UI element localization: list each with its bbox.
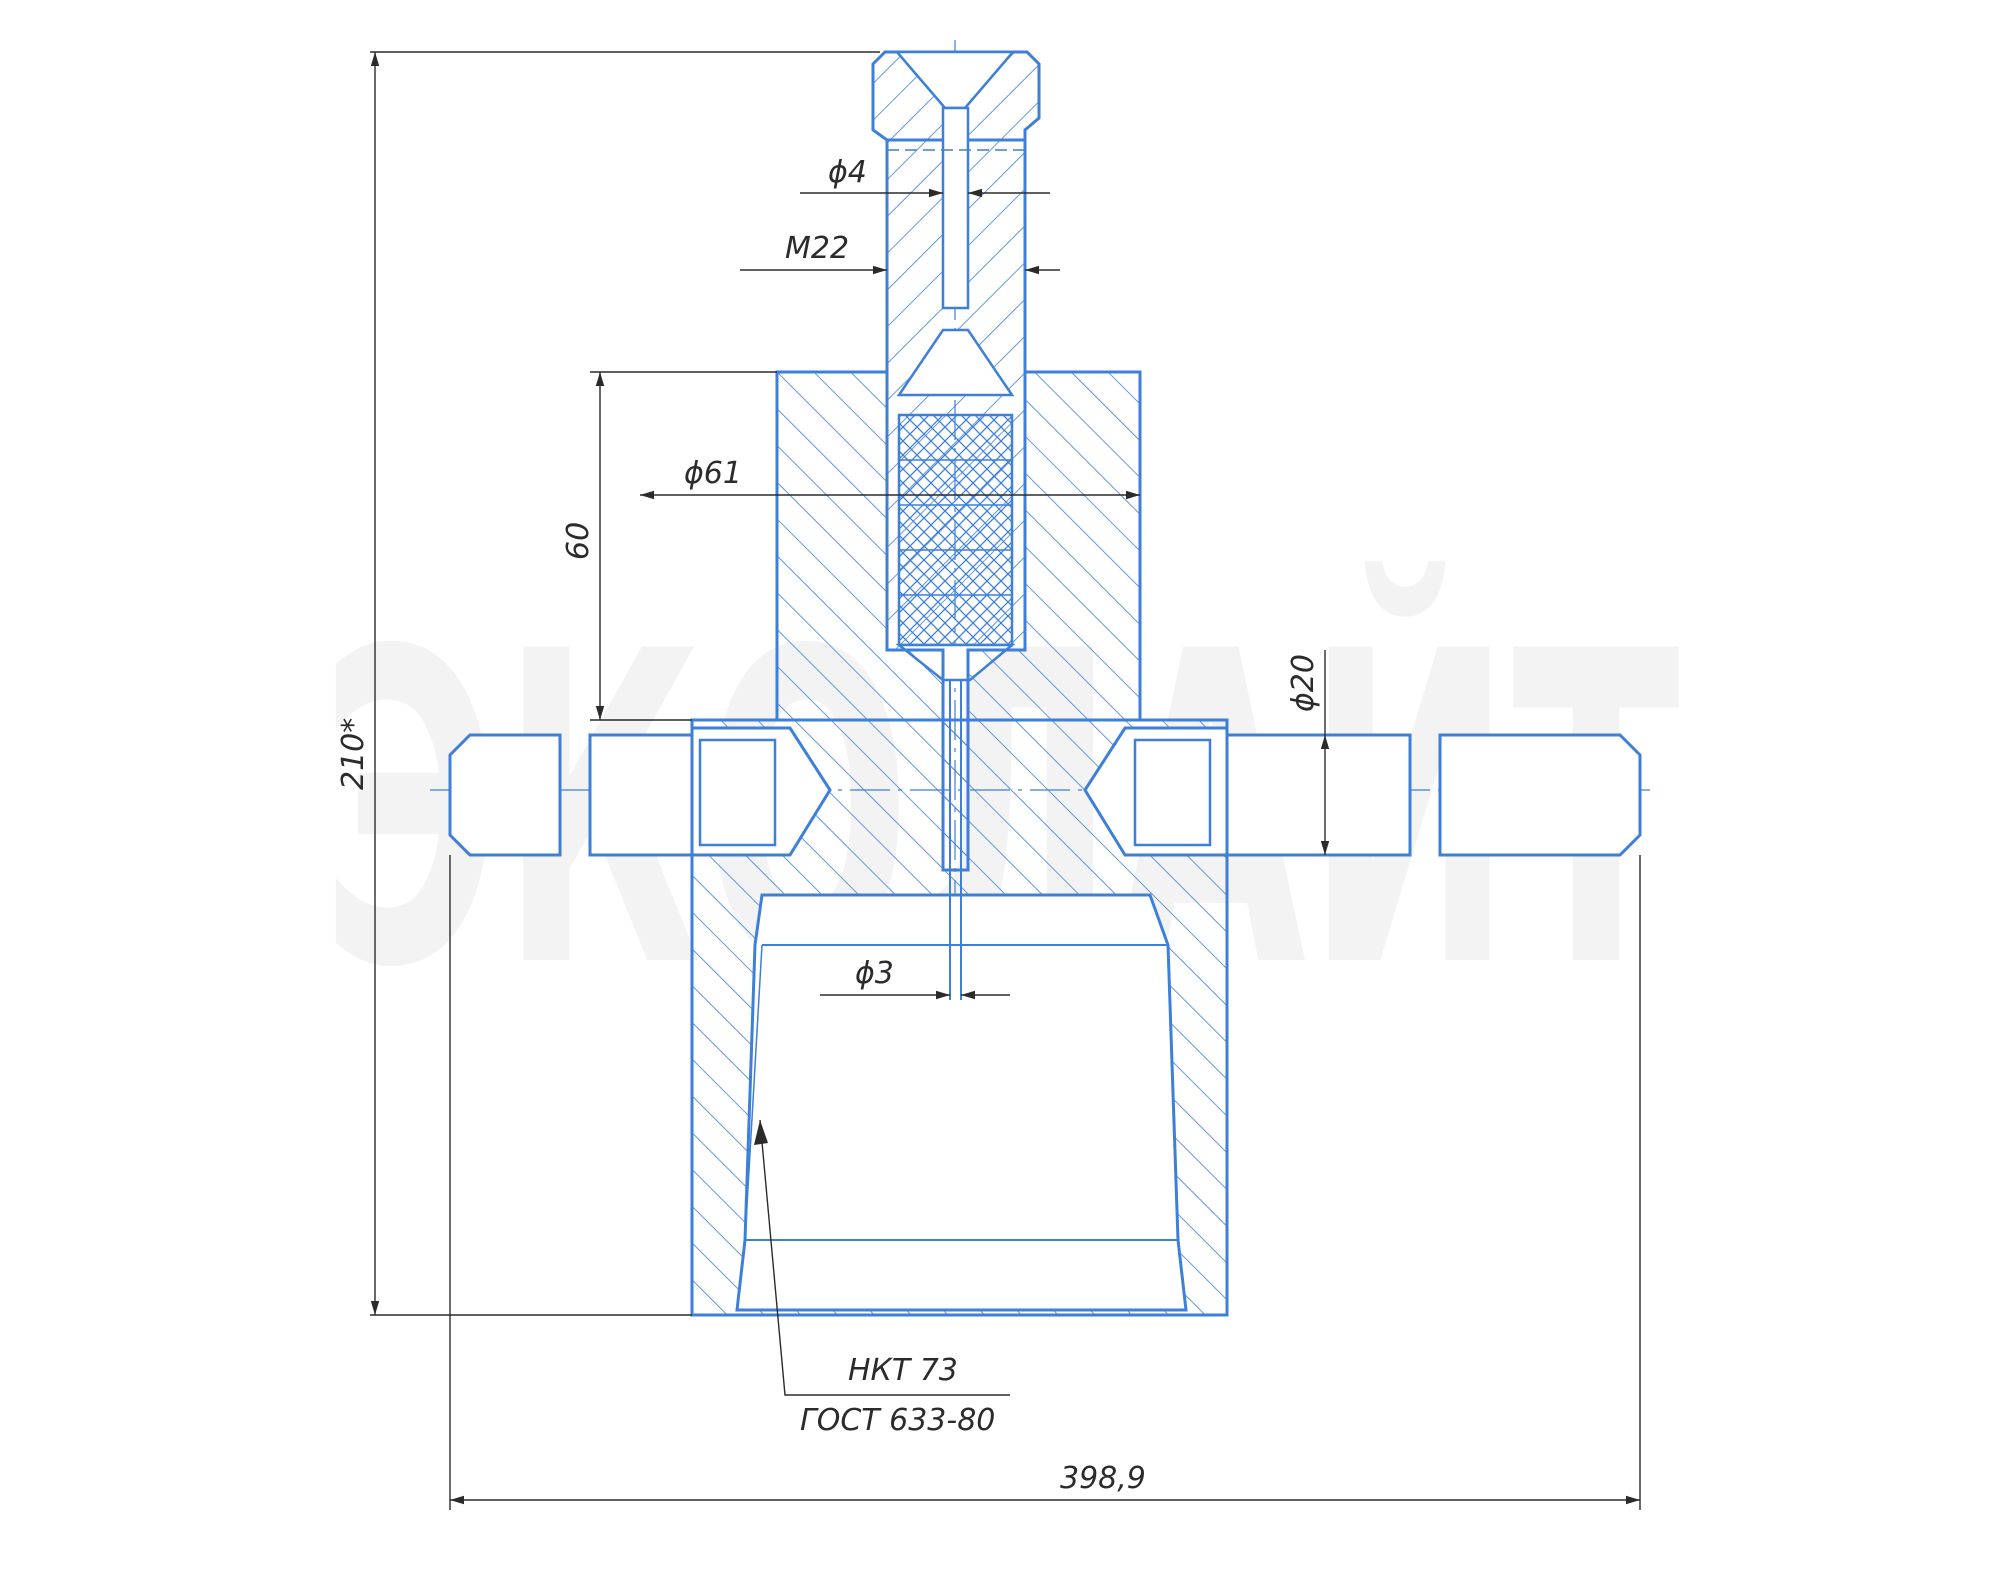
dimension-lines [370, 51, 1641, 1510]
dim-phi20-label: ϕ20 [1286, 654, 1321, 712]
dim-phi61-label: ϕ61 [684, 456, 742, 491]
dim-phi3-label: ϕ3 [855, 956, 894, 991]
dim-210-label: 210* [336, 718, 371, 790]
top-fitting [871, 50, 1041, 682]
callout-gost: ГОСТ 633-80 [800, 1403, 995, 1438]
callout-nkt73: НКТ 73 [848, 1353, 958, 1388]
leader-arrowhead [754, 1120, 768, 1145]
dim-60-label: 60 [561, 522, 596, 560]
right-handle [1083, 726, 1642, 857]
left-handle [448, 726, 832, 857]
dim-phi4-label: ϕ4 [828, 155, 867, 190]
dim-m22-label: M22 [785, 231, 849, 266]
lower-housing [690, 680, 1229, 1317]
dim-398-label: 398,9 [1060, 1461, 1146, 1496]
